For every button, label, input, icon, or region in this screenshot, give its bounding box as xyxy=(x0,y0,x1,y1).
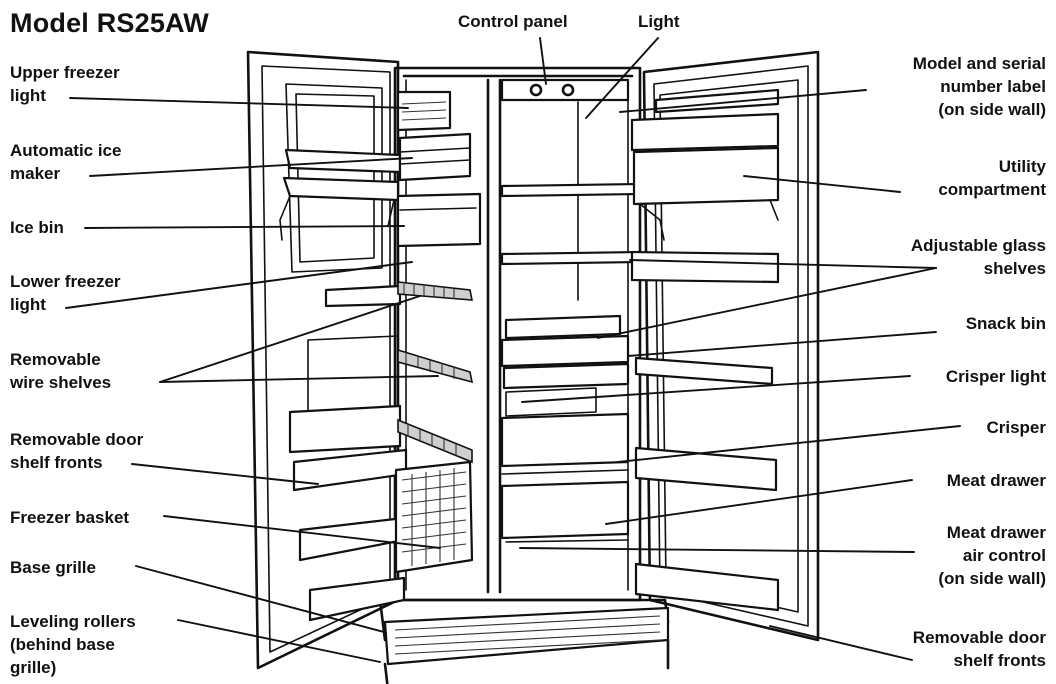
label-ice-bin: Ice bin xyxy=(10,218,64,237)
freezer-door xyxy=(246,50,408,670)
label-model-serial-number: Model and serial number label (on side w… xyxy=(912,54,1046,119)
label-base-grille: Base grille xyxy=(10,558,96,577)
fresh-food-interior xyxy=(500,182,642,543)
label-adjustable-glass-shelves: Adjustable glass shelves xyxy=(910,236,1046,278)
freezer-interior xyxy=(394,90,482,574)
label-removable-door-shelf-fronts-right: Removable door shelf fronts xyxy=(912,628,1046,670)
label-crisper-light: Crisper light xyxy=(945,367,1046,386)
label-lower-freezer-light: Lower freezer light xyxy=(10,272,121,314)
label-removable-wire-shelves: Removable wire shelves xyxy=(10,350,112,392)
label-meat-drawer: Meat drawer xyxy=(946,471,1046,490)
label-snack-bin: Snack bin xyxy=(965,314,1046,333)
label-utility-compartment: Utility compartment xyxy=(938,157,1046,199)
label-light: Light xyxy=(638,12,680,31)
label-upper-freezer-light: Upper freezer light xyxy=(10,63,120,105)
label-crisper: Crisper xyxy=(986,418,1046,437)
fresh-food-door xyxy=(630,50,820,642)
leader-lines xyxy=(65,37,961,663)
label-freezer-basket: Freezer basket xyxy=(10,508,130,527)
base-grille-illustration xyxy=(378,598,670,684)
label-automatic-ice-maker: Automatic ice maker xyxy=(10,141,122,183)
label-leveling-rollers: Leveling rollers (behind base grille) xyxy=(10,612,136,677)
label-control-panel: Control panel xyxy=(458,12,568,31)
diagram-title: Model RS25AW xyxy=(10,8,209,38)
label-meat-drawer-air-control: Meat drawer air control (on side wall) xyxy=(938,523,1046,588)
label-removable-door-shelf-fronts-left: Removable door shelf fronts xyxy=(10,430,144,472)
